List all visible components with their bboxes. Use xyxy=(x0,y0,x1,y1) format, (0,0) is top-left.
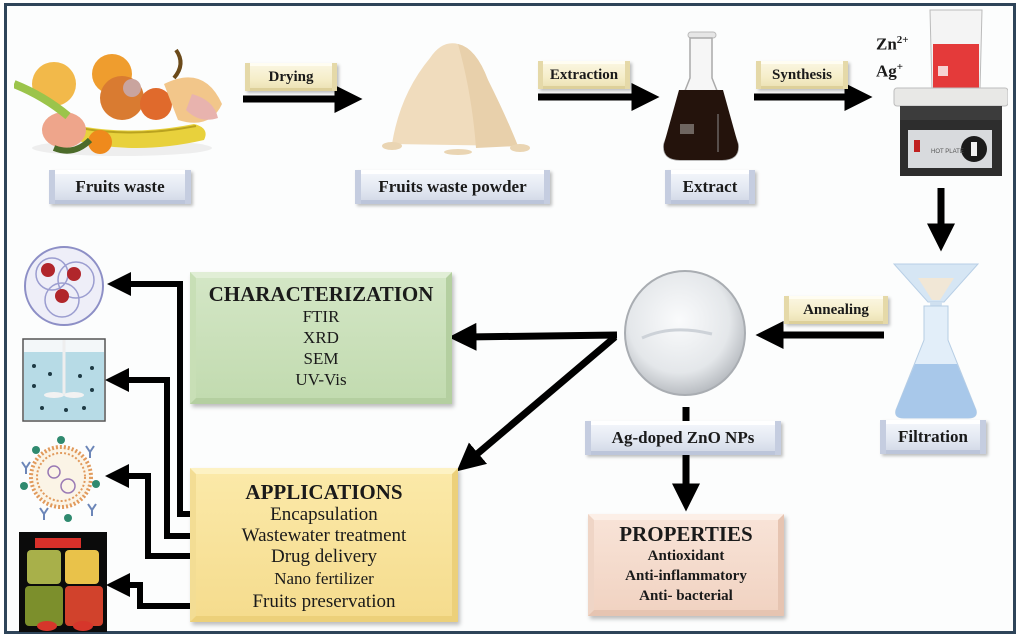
characterization-item: XRD xyxy=(303,328,339,347)
property-item: Anti- bacterial xyxy=(639,588,733,604)
filtration-label: Filtration xyxy=(880,420,986,454)
extract-label: Extract xyxy=(665,170,755,204)
to-characterization-arrow xyxy=(448,322,618,351)
beaker-on-hot-plate-image: HOT PLATE xyxy=(886,6,1008,178)
application-item: Drug delivery xyxy=(270,546,378,567)
application-item: Nano fertilizer xyxy=(274,569,374,588)
nanoparticle-powder-dish-image xyxy=(622,268,748,398)
encapsulation-icon xyxy=(22,244,106,328)
drying-label: Drying xyxy=(245,63,337,91)
fruits-waste-powder-label: Fruits waste powder xyxy=(355,170,550,204)
wastewater-tank-icon xyxy=(22,338,106,422)
annealing-label: Annealing xyxy=(784,296,888,324)
powder-pile-image xyxy=(372,34,532,156)
product-label: Ag-doped ZnO NPs xyxy=(585,421,781,455)
characterization-title: CHARACTERIZATION xyxy=(208,282,434,306)
drug-delivery-liposome-icon xyxy=(16,432,106,522)
application-item: Encapsulation xyxy=(270,504,378,525)
characterization-box: CHARACTERIZATION FTIR XRD SEM UV-Vis xyxy=(190,272,452,404)
filtration-funnel-image xyxy=(888,260,984,420)
properties-box: PROPERTIES Antioxidant Anti-inflammatory… xyxy=(588,514,784,616)
application-item: Wastewater treatment xyxy=(241,525,407,546)
to-applications-arrow xyxy=(456,334,618,472)
synthesis-label: Synthesis xyxy=(756,61,848,89)
property-item: Antioxidant xyxy=(647,548,725,564)
silver-ion: Ag+ xyxy=(876,60,904,81)
preserved-fruit-jars-icon xyxy=(19,532,107,632)
fruits-waste-label: Fruits waste xyxy=(49,170,191,204)
fruit-peels-image xyxy=(14,44,226,160)
zinc-ion: Zn2+ xyxy=(876,34,909,54)
properties-title: PROPERTIES xyxy=(619,522,753,546)
applications-box: APPLICATIONS Encapsulation Wastewater tr… xyxy=(190,468,458,622)
ion-list: Zn2+ Ag+ xyxy=(876,29,909,82)
erlenmeyer-flask-image xyxy=(660,28,742,164)
applications-title: APPLICATIONS xyxy=(245,480,403,504)
characterization-item: UV-Vis xyxy=(295,370,347,389)
application-item: Fruits preservation xyxy=(252,591,396,612)
hot-plate-text: HOT PLATE xyxy=(931,149,964,155)
characterization-item: SEM xyxy=(303,349,339,368)
extraction-label: Extraction xyxy=(538,61,630,89)
characterization-item: FTIR xyxy=(302,307,340,326)
property-item: Anti-inflammatory xyxy=(625,568,747,584)
